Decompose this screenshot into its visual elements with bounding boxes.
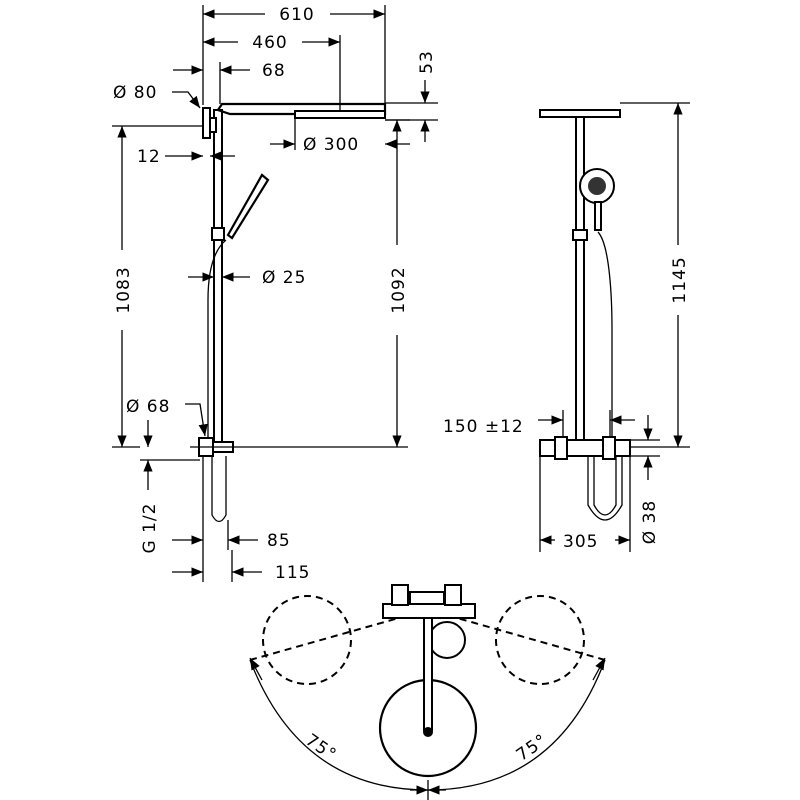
overhead-shower <box>294 110 386 119</box>
hose-loop <box>587 456 623 521</box>
hose-loop <box>211 456 227 523</box>
dim-diameter-300: Ø 300 <box>303 135 359 155</box>
dim-1092: 1092 <box>389 266 409 313</box>
mixer-top <box>382 603 476 619</box>
dim-diameter-38: Ø 38 <box>640 500 660 544</box>
dim-diameter-68: Ø 68 <box>126 397 170 417</box>
hose <box>597 231 613 440</box>
dim-150-tolerance: 150 ±12 <box>443 417 524 437</box>
shower-pipe <box>575 116 585 441</box>
slider <box>572 229 588 241</box>
overhead-shower <box>539 109 621 118</box>
dim-115: 115 <box>275 563 310 583</box>
dim-diameter-25: Ø 25 <box>262 268 306 288</box>
head-position-left <box>262 595 352 685</box>
dim-g-half: G 1/2 <box>140 503 160 554</box>
dim-1083: 1083 <box>114 266 134 313</box>
shower-pipe <box>213 109 223 451</box>
dim-460: 460 <box>252 33 287 53</box>
hand-shower-handle <box>594 201 602 231</box>
front-view: 1145 150 ±12 305 Ø 38 <box>443 102 690 552</box>
side-view: 610 460 68 53 Ø 80 Ø 300 12 1083 <box>112 5 438 583</box>
dim-1145: 1145 <box>670 256 690 303</box>
dim-85: 85 <box>267 531 291 551</box>
head-position-right <box>495 595 585 685</box>
thermostat-mixer <box>539 439 631 457</box>
hand-shower <box>226 173 270 240</box>
arm-top <box>423 617 433 731</box>
shower-arm <box>216 102 387 116</box>
hose <box>207 239 227 440</box>
hand-shower-top <box>428 621 466 659</box>
slider <box>211 227 225 241</box>
top-view: 75° 75° <box>249 584 606 800</box>
dim-68: 68 <box>262 61 286 81</box>
dim-53: 53 <box>417 50 437 74</box>
dim-305: 305 <box>563 532 598 552</box>
angle-left: 75° <box>302 730 341 765</box>
dim-610: 610 <box>279 5 314 25</box>
wall-bracket <box>202 107 211 139</box>
dim-12: 12 <box>137 147 161 167</box>
dim-diameter-80: Ø 80 <box>113 83 157 103</box>
